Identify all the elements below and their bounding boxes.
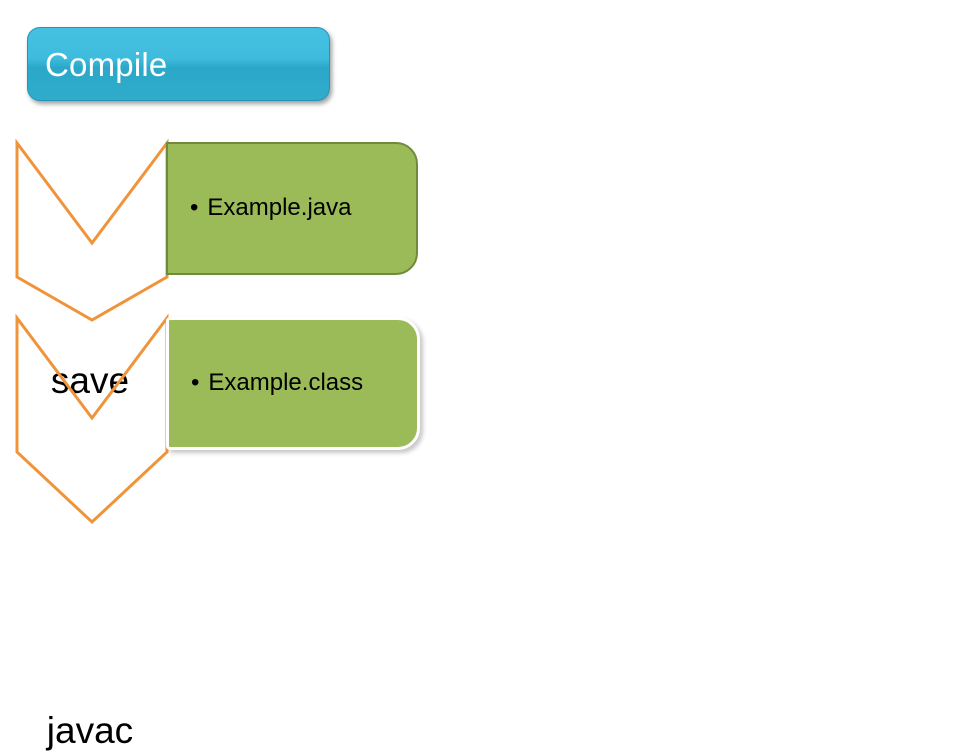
bullet-icon: • (191, 369, 200, 397)
content-box-example-class[interactable]: • Example.class (166, 317, 420, 450)
content-text-example-class: Example.class (208, 369, 364, 397)
chevron-label-javac: javac (46, 710, 134, 751)
chevron-arrow-javac[interactable]: javac (14, 313, 170, 749)
content-line: • Example.class (169, 369, 363, 398)
content-text-example-java: Example.java (207, 194, 352, 222)
content-box-example-java[interactable]: • Example.java (166, 142, 418, 275)
chevron-down-icon (15, 138, 169, 322)
slide-canvas: Compile save • Example.java javac • Exampl… (14, 27, 420, 749)
bullet-icon: • (190, 194, 199, 222)
title-banner-compile[interactable]: Compile (27, 27, 330, 101)
content-line: • Example.java (168, 194, 351, 223)
chevron-down-icon (15, 313, 169, 525)
page-title: Compile (45, 45, 168, 83)
chevron-arrow-save[interactable]: save (14, 138, 170, 399)
